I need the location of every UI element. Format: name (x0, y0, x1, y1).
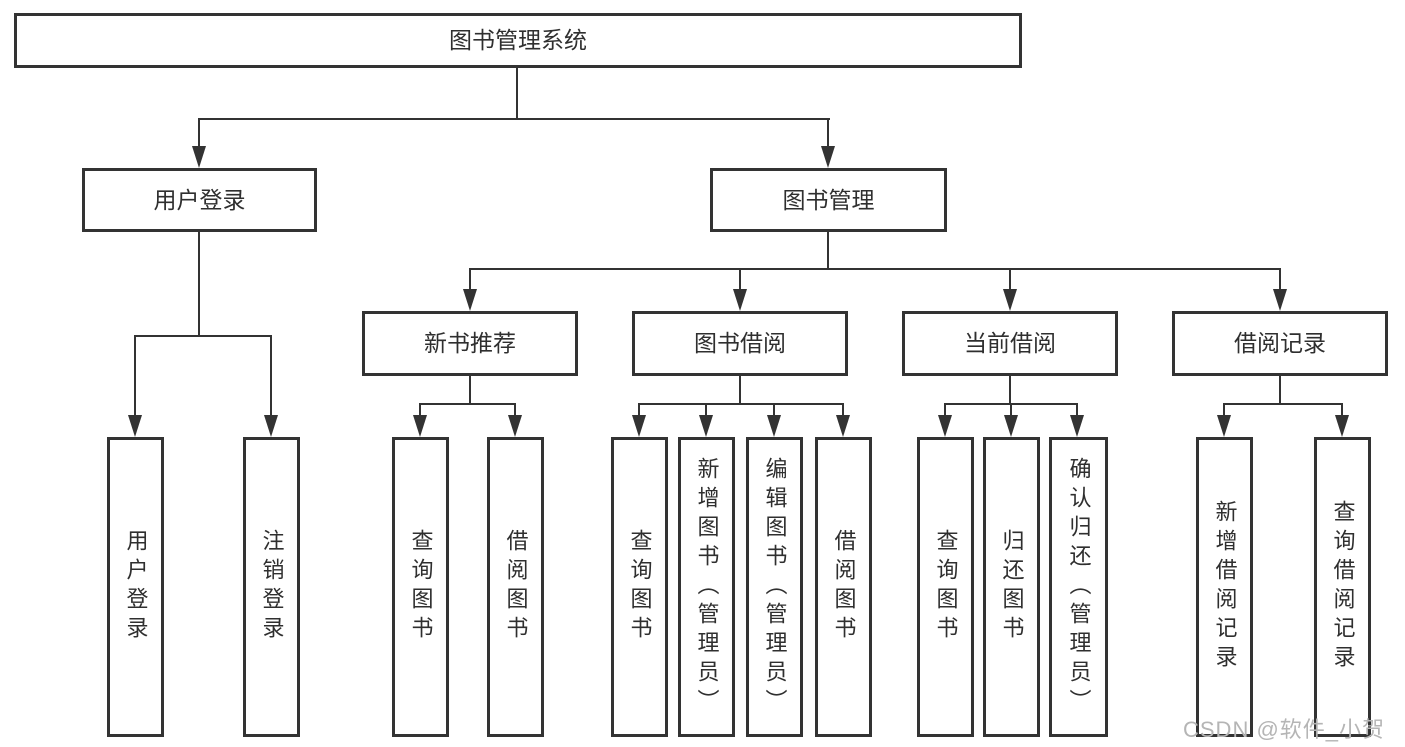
arrowhead-down-icon (1217, 415, 1231, 437)
leaf-add-borrow-record: 新增借阅记录 (1196, 437, 1253, 737)
arrowhead-down-icon (463, 289, 477, 311)
connector-line (469, 268, 471, 291)
arrowhead-down-icon (192, 146, 206, 168)
connector-line (638, 403, 844, 405)
connector-line (198, 232, 200, 335)
arrowhead-down-icon (733, 289, 747, 311)
connector-line (516, 68, 518, 118)
connector-line (469, 376, 471, 403)
connector-line (944, 403, 946, 417)
connector-line (1341, 403, 1343, 417)
leaf-edit-book-admin: 编辑图书（管理员） (746, 437, 803, 737)
connector-line (134, 335, 272, 337)
connector-line (773, 403, 775, 417)
arrowhead-down-icon (632, 415, 646, 437)
leaf-add-book-admin: 新增图书（管理员） (678, 437, 735, 737)
connector-line (1010, 403, 1012, 417)
connector-line (1279, 268, 1281, 291)
arrowhead-down-icon (1335, 415, 1349, 437)
leaf-logout: 注销登录 (243, 437, 300, 737)
node-book-management: 图书管理 (710, 168, 947, 232)
leaf-query-books-recommend: 查询图书 (392, 437, 449, 737)
node-book-borrowing: 图书借阅 (632, 311, 848, 376)
connector-line (827, 118, 829, 148)
arrowhead-down-icon (128, 415, 142, 437)
arrowhead-down-icon (938, 415, 952, 437)
arrowhead-down-icon (1070, 415, 1084, 437)
connector-line (1009, 376, 1011, 403)
node-current-borrowing: 当前借阅 (902, 311, 1118, 376)
connector-line (198, 118, 830, 120)
arrowhead-down-icon (821, 146, 835, 168)
connector-line (638, 403, 640, 417)
connector-line (842, 403, 844, 417)
node-new-book-recommend: 新书推荐 (362, 311, 578, 376)
arrowhead-down-icon (1003, 289, 1017, 311)
connector-line (1076, 403, 1078, 417)
leaf-query-books-current: 查询图书 (917, 437, 974, 737)
node-root: 图书管理系统 (14, 13, 1022, 68)
leaf-query-books-borrowing: 查询图书 (611, 437, 668, 737)
leaf-query-borrow-record: 查询借阅记录 (1314, 437, 1371, 737)
csdn-watermark: CSDN @软件_小贺同学 (1183, 717, 1386, 742)
connector-line (514, 403, 516, 417)
leaf-confirm-return-admin: 确认归还（管理员） (1049, 437, 1108, 737)
node-borrowing-records: 借阅记录 (1172, 311, 1388, 376)
connector-line (419, 403, 516, 405)
connector-line (1223, 403, 1343, 405)
node-user-login: 用户登录 (82, 168, 317, 232)
connector-line (134, 335, 136, 417)
arrowhead-down-icon (508, 415, 522, 437)
arrowhead-down-icon (699, 415, 713, 437)
leaf-borrow-books-recommend: 借阅图书 (487, 437, 544, 737)
arrowhead-down-icon (836, 415, 850, 437)
arrowhead-down-icon (1273, 289, 1287, 311)
connector-line (827, 232, 829, 268)
arrowhead-down-icon (767, 415, 781, 437)
arrowhead-down-icon (1004, 415, 1018, 437)
connector-line (1279, 376, 1281, 403)
arrowhead-down-icon (264, 415, 278, 437)
connector-line (469, 268, 1281, 270)
arrowhead-down-icon (413, 415, 427, 437)
connector-line (739, 376, 741, 403)
connector-line (270, 335, 272, 417)
leaf-user-login: 用户登录 (107, 437, 164, 737)
connector-line (198, 118, 200, 148)
connector-line (1223, 403, 1225, 417)
connector-line (419, 403, 421, 417)
connector-line (705, 403, 707, 417)
connector-line (739, 268, 741, 291)
leaf-return-book: 归还图书 (983, 437, 1040, 737)
connector-line (1009, 268, 1011, 291)
leaf-borrow-books-borrowing: 借阅图书 (815, 437, 872, 737)
